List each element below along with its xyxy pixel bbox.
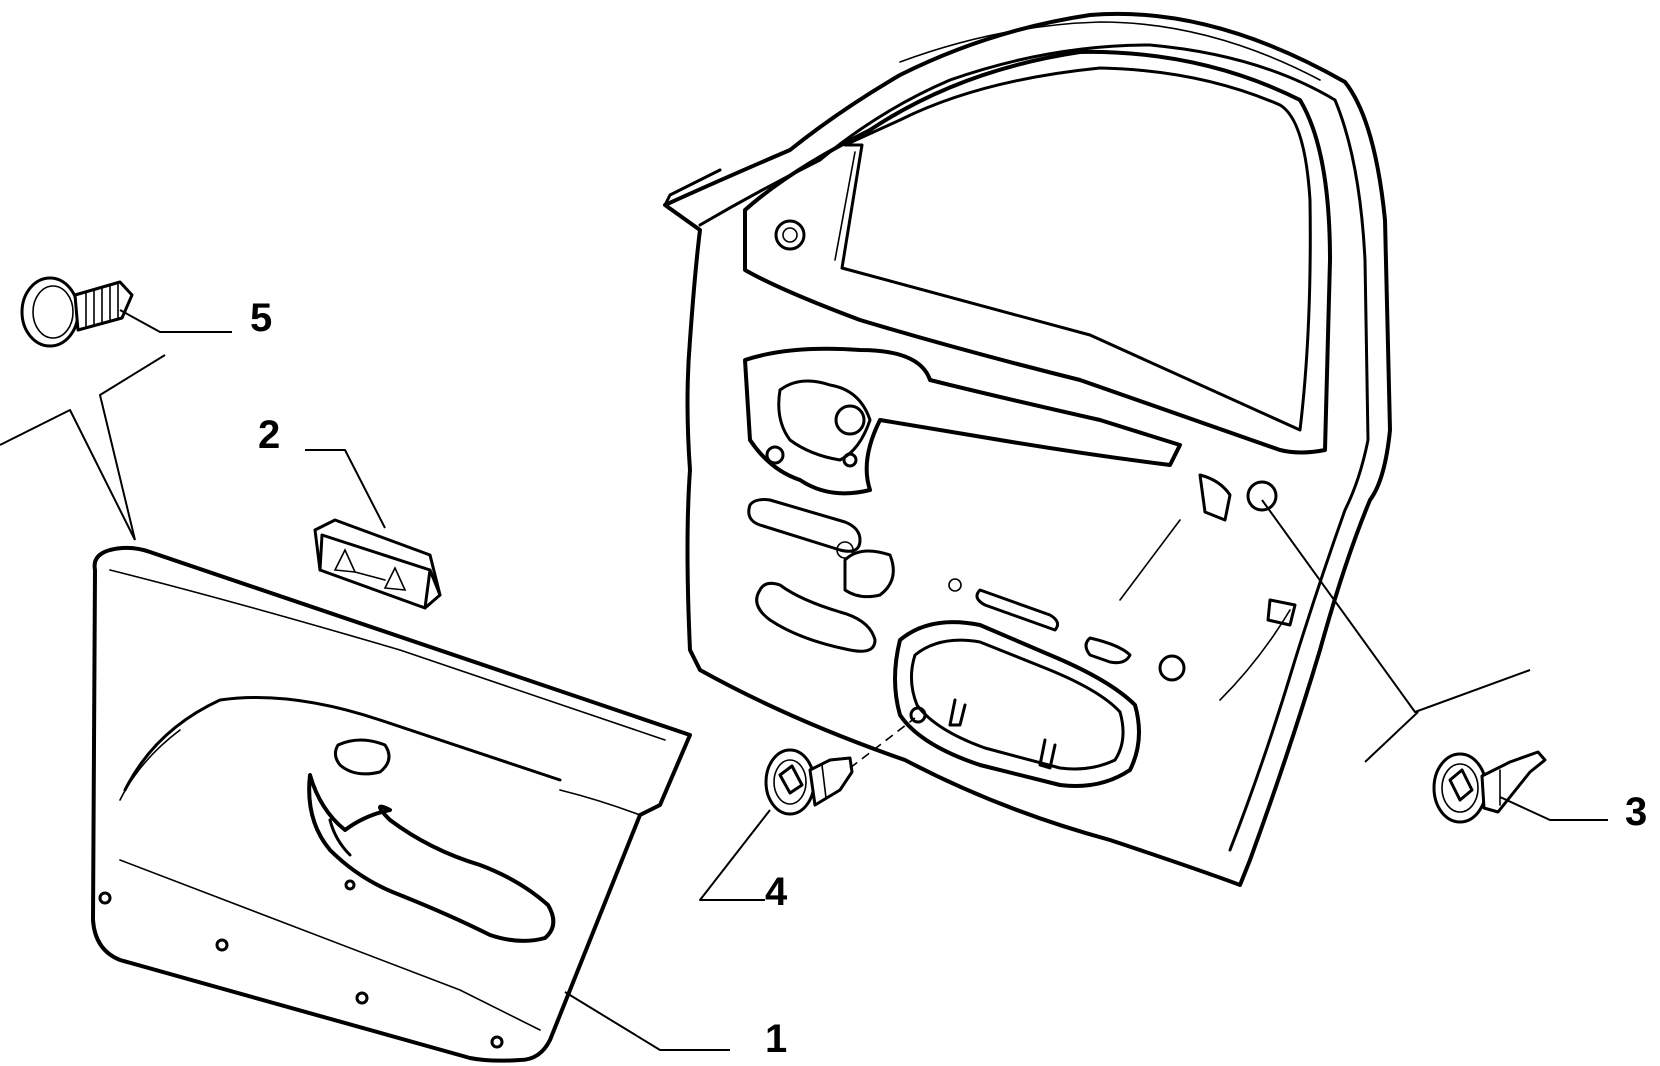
door-shell xyxy=(663,11,1392,887)
screw-fastener-3 xyxy=(1432,750,1547,824)
push-pin-fastener xyxy=(20,276,134,348)
callout-1: 1 xyxy=(765,1017,787,1061)
trim-clip xyxy=(313,518,442,610)
callout-2: 2 xyxy=(258,413,280,457)
door-trim-panel xyxy=(91,545,692,1063)
callout-labels: 5 2 3 4 1 xyxy=(250,296,1647,1061)
leader-lines xyxy=(0,309,1608,1051)
callout-4: 4 xyxy=(765,870,788,914)
callout-3: 3 xyxy=(1625,790,1647,834)
callout-5: 5 xyxy=(250,296,272,340)
screw-fastener-4 xyxy=(764,706,927,816)
